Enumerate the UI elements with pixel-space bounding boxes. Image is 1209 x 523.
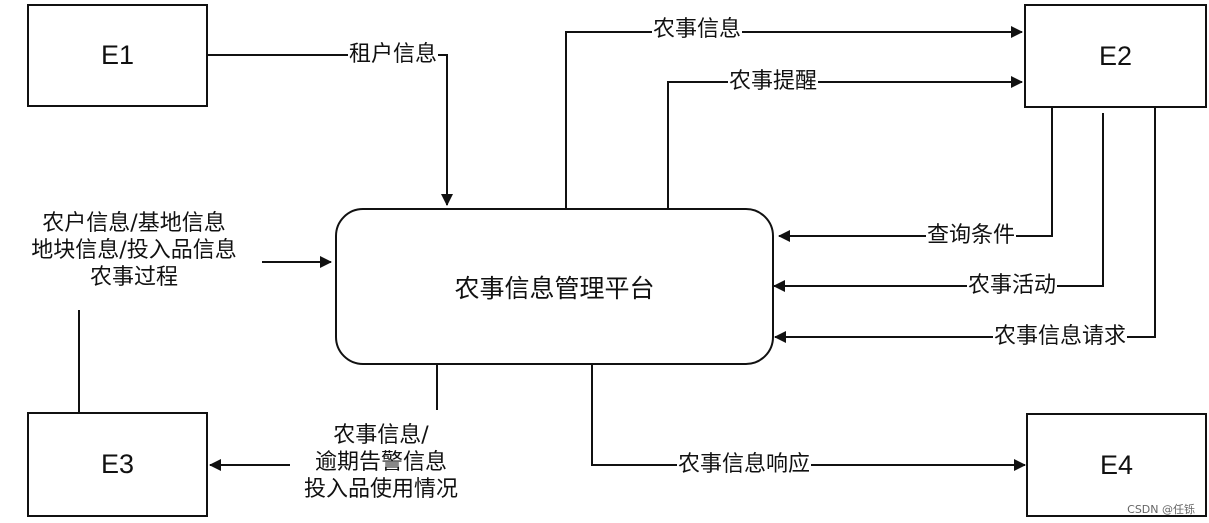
entity-e3: E3 (27, 412, 208, 517)
entity-e4: E4 (1026, 413, 1207, 517)
flow-line-e3-input (78, 262, 331, 412)
label-query-conditions: 查询条件 (926, 223, 1017, 249)
label-tenant-info: 租户信息 (348, 42, 439, 68)
entity-e2: E2 (1024, 4, 1207, 108)
platform-process: 农事信息管理平台 (335, 208, 774, 365)
flow-line-farm-reminder (667, 76, 1023, 208)
flow-line-farm-activity (773, 113, 1104, 292)
label-farm-info: 农事信息 (652, 17, 743, 43)
label-to-e3: 农事信息/ 逾期告警信息 投入品使用情况 (270, 422, 492, 503)
label-e3-input: 农户信息/基地信息 地块信息/投入品信息 农事过程 (0, 210, 268, 291)
label-info-response: 农事信息响应 (677, 452, 812, 478)
watermark: CSDN @任铄 (1127, 503, 1195, 516)
label-farm-activity: 农事活动 (967, 273, 1058, 299)
flow-line-info-response (591, 365, 1026, 471)
flow-line-query-conditions (778, 108, 1053, 242)
flow-line-info-request (774, 108, 1156, 343)
flow-line-farm-info (565, 26, 1023, 208)
label-to-e3-line-3: 投入品使用情况 (303, 477, 458, 502)
label-e3-input-line-1: 农户信息/基地信息 (42, 211, 226, 236)
entity-e1: E1 (27, 4, 208, 107)
label-e3-input-line-3: 农事过程 (89, 265, 178, 290)
label-to-e3-line-2: 逾期告警信息 (314, 450, 447, 475)
label-info-request: 农事信息请求 (993, 324, 1128, 350)
label-farm-reminder: 农事提醒 (728, 69, 819, 95)
label-to-e3-line-1: 农事信息/ (333, 423, 429, 448)
flow-line-tenant-info (207, 54, 453, 206)
flow-line-to-e3 (210, 365, 438, 465)
label-e3-input-line-2: 地块信息/投入品信息 (31, 238, 237, 263)
